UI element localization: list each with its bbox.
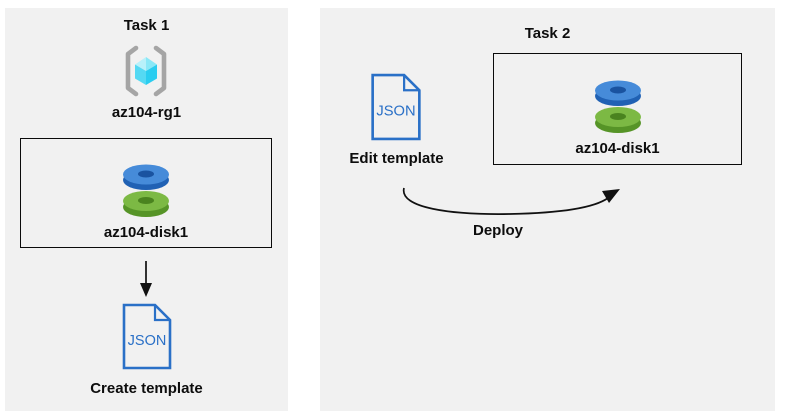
json-text: JSON	[128, 333, 167, 349]
document-outline	[122, 303, 172, 370]
create-template-label: Create template	[90, 380, 203, 397]
document-fold	[153, 305, 170, 322]
disk-label: az104-disk1	[103, 224, 189, 241]
bracket-right	[153, 45, 167, 97]
disk-group-box: az104-disk1	[493, 53, 742, 165]
disk-group-box: az104-disk1	[20, 138, 272, 248]
cube-top-left-face	[135, 57, 146, 71]
cube-right-face	[146, 64, 157, 85]
task1-title: Task 1	[123, 17, 170, 34]
resource-group-label: az104-rg1	[111, 104, 182, 121]
json-file-icon: JSON	[371, 73, 421, 141]
document-outline	[371, 73, 421, 141]
document-fold	[403, 75, 420, 92]
arrow-down-icon	[140, 261, 152, 297]
task2-title: Task 2	[524, 25, 571, 42]
task1-panel: Task 1 az104-rg1 az104-disk1	[5, 8, 288, 411]
disk-label: az104-disk1	[575, 140, 660, 157]
bracket-left	[125, 45, 139, 97]
edit-template-label: Edit template	[349, 150, 444, 167]
managed-disk-icon	[123, 164, 169, 217]
deploy-label: Deploy	[472, 222, 523, 239]
managed-disk-icon	[594, 80, 641, 133]
json-text: JSON	[376, 104, 415, 120]
json-file-icon: JSON	[122, 303, 172, 370]
cube-top-right-face	[146, 57, 157, 71]
cube-left-face	[135, 64, 146, 85]
resource-group-icon	[125, 45, 167, 97]
curved-arrow-icon	[403, 187, 620, 215]
task2-panel: Task 2 JSON Edit template az104-disk1	[320, 8, 775, 411]
